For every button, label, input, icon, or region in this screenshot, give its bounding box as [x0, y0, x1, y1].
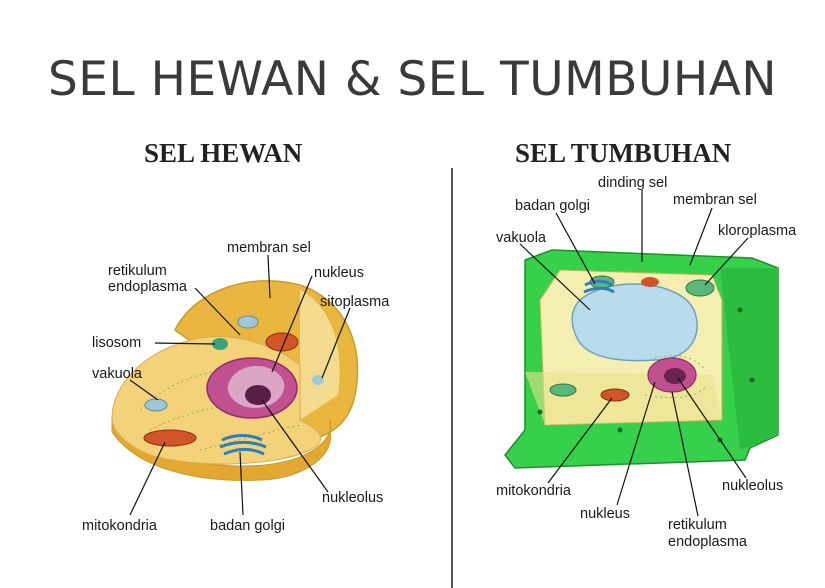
label-nukleolus: nukleolus	[722, 478, 783, 494]
label-endoplasma: endoplasma	[108, 279, 188, 295]
label-lisosom: lisosom	[92, 335, 141, 351]
label-endoplasma: endoplasma	[668, 534, 748, 550]
label-retikulum: retikulum	[668, 517, 727, 533]
animal-nucleolus	[245, 385, 271, 405]
plant-mitochondria	[601, 389, 629, 401]
plant-vacuole	[572, 284, 697, 361]
label-nukleolus: nukleolus	[322, 490, 383, 506]
label-retikulum: retikulum	[108, 263, 167, 279]
plant-chloroplast	[686, 280, 714, 296]
label-mitokondria: mitokondria	[496, 483, 572, 499]
animal-vacuole	[145, 399, 167, 411]
label-kloroplasma: kloroplasma	[718, 223, 797, 239]
label-badan-golgi: badan golgi	[515, 198, 590, 214]
animal-cell: membran sel retikulum endoplasma nukleus…	[82, 240, 390, 534]
label-mitokondria: mitokondria	[82, 518, 158, 534]
label-sitoplasma: sitoplasma	[320, 294, 390, 310]
label-vakuola: vakuola	[92, 366, 143, 382]
label-badan-golgi: badan golgi	[210, 518, 285, 534]
plant-nucleolus	[664, 368, 686, 384]
label-membran-sel: membran sel	[227, 240, 311, 256]
label-nukleus: nukleus	[314, 265, 364, 281]
plant-cell: dinding sel badan golgi membran sel vaku…	[496, 175, 797, 550]
animal-mitochondria	[144, 430, 196, 446]
label-vakuola: vakuola	[496, 230, 547, 246]
label-nukleus: nukleus	[580, 506, 630, 522]
label-membran-sel: membran sel	[673, 192, 757, 208]
label-dinding-sel: dinding sel	[598, 175, 667, 191]
